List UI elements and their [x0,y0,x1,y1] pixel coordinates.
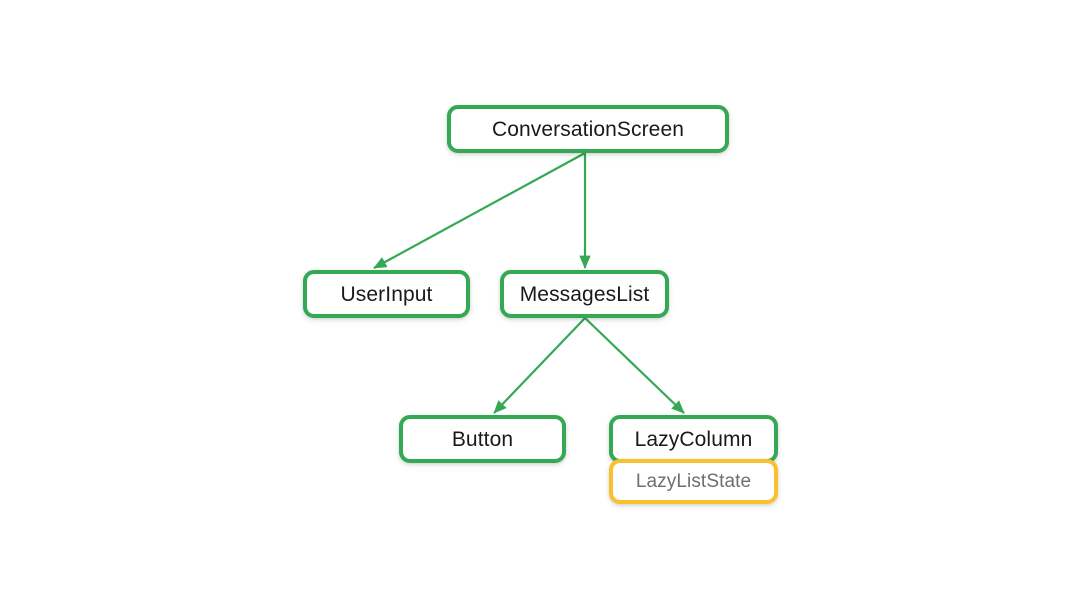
node-label-messages-list: MessagesList [519,282,650,306]
node-lazy-list-state[interactable]: LazyListState [609,459,778,504]
node-label-lazy-column: LazyColumn [634,427,753,451]
edge-messageslist-to-button [493,317,586,414]
node-label-button: Button [451,427,514,451]
node-lazy-column[interactable]: LazyColumn [609,415,778,463]
node-label-user-input: UserInput [340,282,433,306]
edge-conversation-to-userinput [373,152,586,269]
edge-messageslist-to-lazycolumn [584,317,685,414]
node-user-input[interactable]: UserInput [303,270,470,318]
node-label-conversation-screen: ConversationScreen [491,117,685,141]
node-label-lazy-list-state: LazyListState [635,471,752,492]
node-button[interactable]: Button [399,415,566,463]
edges-group [373,152,685,414]
node-conversation-screen[interactable]: ConversationScreen [447,105,729,153]
node-messages-list[interactable]: MessagesList [500,270,669,318]
